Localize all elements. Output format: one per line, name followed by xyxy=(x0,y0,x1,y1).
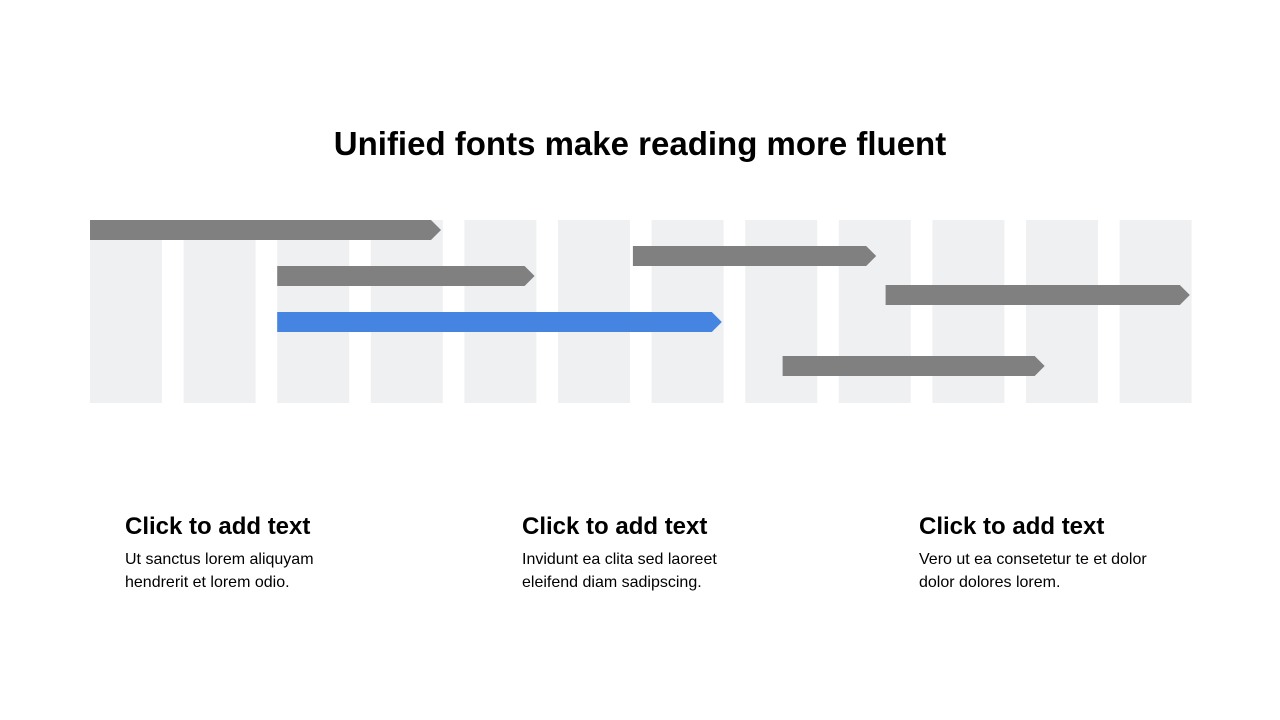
timeline-bar xyxy=(632,246,877,266)
text-block-heading[interactable]: Click to add text xyxy=(522,513,708,540)
timeline-bar xyxy=(277,266,535,286)
text-block-heading[interactable]: Click to add text xyxy=(919,513,1105,540)
timeline-bar xyxy=(782,356,1045,376)
text-block-body[interactable]: Invidunt ea clita sed laoreet eleifend d… xyxy=(522,551,717,591)
text-block-body[interactable]: Vero ut ea consetetur te et dolor dolor … xyxy=(919,551,1147,591)
timeline-column xyxy=(277,220,350,403)
timeline-columns xyxy=(90,220,1192,403)
slide-title: Unified fonts make reading more fluent xyxy=(333,125,947,162)
text-block-1[interactable]: Click to add text Ut sanctus lorem aliqu… xyxy=(125,510,405,594)
timeline-column xyxy=(1026,220,1098,403)
timeline-bar-highlighted xyxy=(277,312,722,332)
timeline-bar xyxy=(90,220,441,240)
text-block-3[interactable]: Click to add text Vero ut ea consetetur … xyxy=(919,510,1199,594)
timeline-column xyxy=(90,220,162,403)
timeline-column xyxy=(370,220,443,403)
timeline-column xyxy=(558,220,630,403)
timeline-column xyxy=(464,220,537,403)
text-block-body[interactable]: Ut sanctus lorem aliquyam hendrerit et l… xyxy=(125,551,314,591)
timeline-bar xyxy=(885,285,1190,305)
text-block-heading[interactable]: Click to add text xyxy=(125,513,311,540)
timeline-column xyxy=(1119,220,1192,403)
timeline-column xyxy=(183,220,256,403)
text-block-2[interactable]: Click to add text Invidunt ea clita sed … xyxy=(522,510,802,594)
timeline-bars xyxy=(90,220,1190,376)
